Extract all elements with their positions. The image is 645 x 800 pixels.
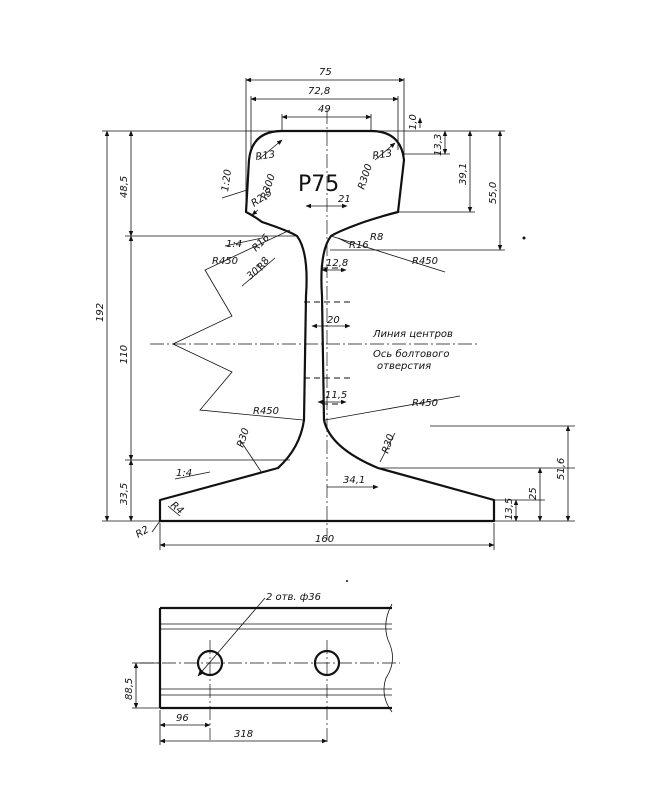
dim-21: 21 <box>338 194 351 205</box>
holes-note: 2 отв. ф36 <box>266 592 321 603</box>
dim-33-5: 33,5 <box>119 483 130 505</box>
r450-leader-right-top <box>330 235 446 273</box>
slope-neck-1-4: 1:4 <box>226 239 242 250</box>
rail-side-view: 2 отв. ф36 88,5 96 318 <box>124 592 400 745</box>
radius-r13-left: R13 <box>255 149 276 163</box>
break-line <box>383 603 393 713</box>
scan-speck-1 <box>522 236 526 240</box>
dim-51-6: 51,6 <box>556 458 567 480</box>
dim-13-5: 13,5 <box>504 498 515 520</box>
dim-34-1: 34,1 <box>343 475 365 486</box>
radius-r4: R4 <box>168 500 185 517</box>
dim-110: 110 <box>119 345 130 364</box>
profile-title: Р75 <box>298 172 339 197</box>
dim-49: 49 <box>318 104 331 115</box>
r450-leader-right-bottom <box>324 395 461 421</box>
dim-39-1: 39,1 <box>458 163 469 185</box>
dim-12-8: 12,8 <box>326 258 348 269</box>
dim-96: 96 <box>176 713 189 724</box>
dim-72-8: 72,8 <box>308 86 330 97</box>
label-bolt-axis-2: отверстия <box>377 361 431 372</box>
rail-outline <box>158 129 496 523</box>
slope-1-20: 1:20 <box>220 169 234 193</box>
dim-88-5: 88,5 <box>124 678 135 700</box>
rail-cross-section: Р75 75 72,8 49 1,0 13,3 39,1 55,0 192 <box>95 67 575 550</box>
dim-318: 318 <box>234 729 253 740</box>
dim-55-0: 55,0 <box>488 182 499 204</box>
radius-r30-right: R30 <box>380 433 397 455</box>
dim-13-3: 13,3 <box>433 134 444 156</box>
radius-r2: R2 <box>134 524 151 540</box>
dim-75: 75 <box>319 67 332 78</box>
dim-11-5: 11,5 <box>325 390 347 401</box>
radius-r450-bottom-right: R450 <box>412 398 438 409</box>
radius-r30-left: R30 <box>235 427 252 449</box>
slope-foot-1-4: 1:4 <box>176 468 192 479</box>
dim-25: 25 <box>528 487 539 500</box>
r450-leader-left <box>172 229 304 421</box>
radius-r450-top-left: R450 <box>212 256 238 267</box>
label-center-line: Линия центров <box>372 329 453 340</box>
dim-192: 192 <box>95 303 106 322</box>
radius-r300-right: R300 <box>356 163 375 191</box>
radius-r16-right: R16 <box>349 240 369 251</box>
dim-20: 20 <box>327 315 340 326</box>
radius-r13-right: R13 <box>372 148 393 162</box>
radius-r450-top-right: R450 <box>412 256 438 267</box>
radius-r450-bottom-left: R450 <box>253 406 279 417</box>
scan-speck-2 <box>346 580 348 582</box>
radius-r8-right: R8 <box>370 232 383 243</box>
label-bolt-axis-1: Ось болтового <box>373 348 449 360</box>
dim-1-0: 1,0 <box>408 114 419 130</box>
dim-48-5: 48,5 <box>119 176 130 198</box>
dim-160: 160 <box>315 534 334 545</box>
